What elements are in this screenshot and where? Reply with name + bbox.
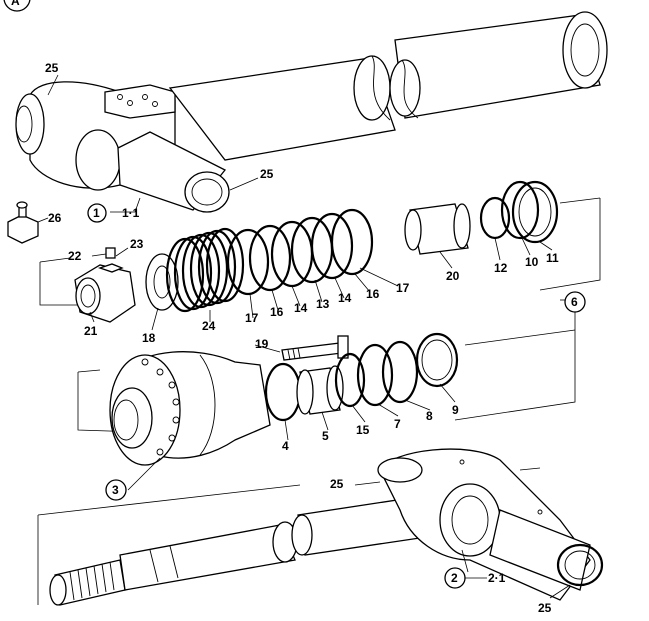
callout-1-circle [87, 203, 107, 223]
parts-frame-lower [37, 467, 541, 605]
seal-rings-group [226, 208, 374, 296]
callout-12: 12 [494, 261, 508, 275]
rod-eye-part [377, 448, 604, 601]
set-screw-part [97, 247, 124, 273]
callout-6: 6 [571, 295, 578, 309]
callout-18: 18 [142, 331, 156, 345]
piston-rod-part [49, 494, 441, 606]
grease-nipple-part [7, 201, 39, 244]
callout-6-circle [564, 291, 586, 313]
leader-lines [37, 74, 575, 599]
callout-15: 15 [356, 423, 370, 437]
callout-14a: 14 [294, 301, 308, 315]
callout-25-rear: 25 [45, 61, 59, 75]
callout-22: 22 [68, 249, 82, 263]
corner-label-a: A [3, 0, 31, 12]
callout-5: 5 [322, 429, 329, 443]
callout-2-circle [444, 567, 466, 589]
piston-part [109, 351, 271, 466]
callout-1-1: 1·1 [122, 206, 140, 220]
callout-9: 9 [452, 403, 459, 417]
callout-3: 3 [112, 483, 119, 497]
piston-seal-stack [145, 227, 245, 313]
callout-labels: 25 25 25 25 26 1 1·1 22 23 21 18 24 17 1… [45, 61, 586, 615]
callout-14b: 14 [338, 291, 352, 305]
callout-17b: 17 [396, 281, 410, 295]
callout-25-port: 25 [260, 167, 274, 181]
callout-16b: 16 [366, 287, 380, 301]
callout-8: 8 [426, 409, 433, 423]
callout-13: 13 [316, 297, 330, 311]
callout-20: 20 [446, 269, 460, 283]
callout-25-eye: 25 [330, 477, 344, 491]
callout-25-rod: 25 [538, 601, 552, 615]
bolt-part [281, 335, 349, 361]
callout-7: 7 [394, 417, 401, 431]
callout-24: 24 [202, 319, 216, 333]
callout-16a: 16 [270, 305, 284, 319]
callout-4: 4 [282, 439, 289, 453]
callout-10: 10 [525, 255, 539, 269]
wiper-rings-group [479, 180, 559, 244]
callout-21: 21 [84, 324, 98, 338]
callout-11: 11 [546, 251, 559, 265]
gland-nut-part [74, 264, 136, 323]
svg-text:A: A [11, 0, 20, 8]
callout-2-1: 2·1 [488, 571, 506, 585]
callout-23: 23 [130, 237, 144, 251]
callout-1: 1 [93, 206, 100, 220]
callout-17a: 17 [245, 311, 259, 325]
piston-rings-group [264, 332, 459, 422]
callout-19: 19 [255, 337, 269, 351]
callout-3-circle [105, 479, 127, 501]
bushing-part [404, 203, 471, 255]
cylinder-tube-part [15, 11, 608, 213]
callout-2: 2 [451, 571, 458, 585]
callout-26: 26 [48, 211, 62, 225]
